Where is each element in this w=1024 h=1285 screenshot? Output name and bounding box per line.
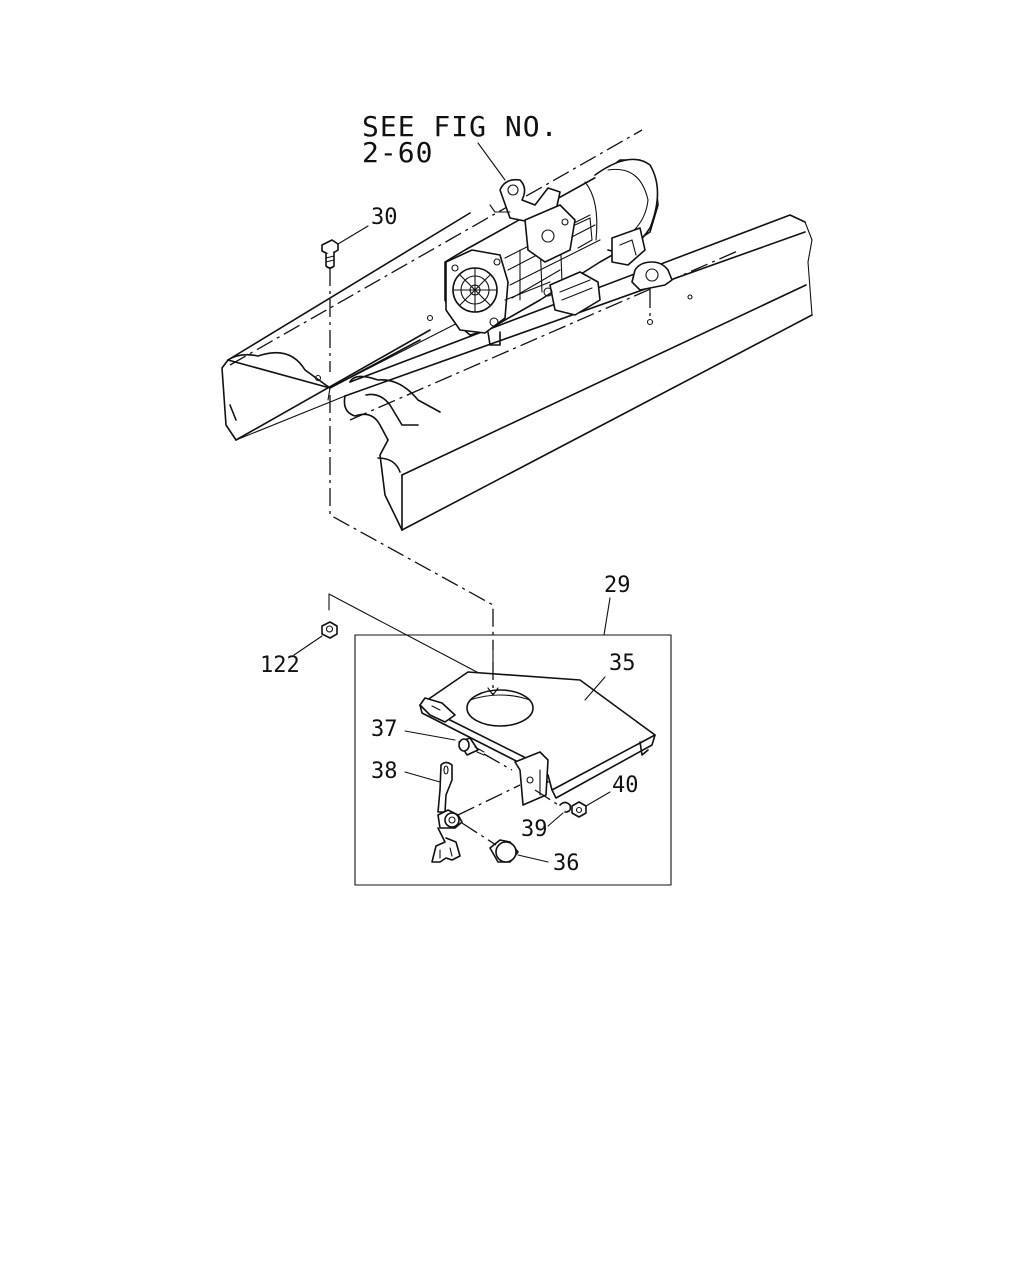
leader-38 xyxy=(404,771,441,783)
callout-40: 40 xyxy=(612,773,639,798)
bushing-36 xyxy=(489,839,519,863)
bracket-plate-35 xyxy=(419,671,656,806)
pin-37 xyxy=(458,737,485,756)
leader-35 xyxy=(584,676,606,701)
lever-centerline xyxy=(457,784,521,816)
nut-40 xyxy=(571,801,587,818)
callout-36: 36 xyxy=(553,851,580,876)
leader-122 xyxy=(293,635,323,656)
frame-hole xyxy=(314,374,322,382)
leader-39 xyxy=(547,812,564,827)
nut-122 xyxy=(321,621,338,639)
reference-note: SEE FIG NO. 2-60 xyxy=(362,110,558,169)
callout-35: 35 xyxy=(609,651,636,676)
callout-37: 37 xyxy=(371,717,398,742)
leader-30 xyxy=(337,225,369,245)
callout-30: 30 xyxy=(371,205,398,230)
callout-39: 39 xyxy=(521,817,548,842)
leader-36 xyxy=(517,854,549,863)
assembly-route-line xyxy=(329,395,494,650)
reference-note-line1: SEE FIG NO. xyxy=(362,110,558,143)
plate-arrow xyxy=(487,687,499,696)
leader-40 xyxy=(585,791,611,807)
cross-member-lower-edge xyxy=(235,395,346,441)
mount-hole-right xyxy=(646,318,654,326)
lever-38 xyxy=(431,761,463,863)
transfer-case-assembly xyxy=(444,158,673,346)
mount-hole-left xyxy=(426,314,434,322)
clip-39 xyxy=(559,801,572,813)
nut-route-line xyxy=(328,593,493,681)
bushing-centerline xyxy=(461,822,497,846)
callout-38: 38 xyxy=(371,759,398,784)
clip-centerline xyxy=(534,789,561,807)
frame-hole-2 xyxy=(687,294,693,300)
reference-leader-line xyxy=(477,142,506,181)
callout-29: 29 xyxy=(604,573,631,598)
bolt-30 xyxy=(321,239,339,269)
frame-rail-right xyxy=(343,214,813,531)
callout-122: 122 xyxy=(260,653,300,678)
leader-37 xyxy=(404,730,456,741)
detail-box-29 xyxy=(354,634,672,886)
pin-centerline xyxy=(483,753,513,771)
leader-29 xyxy=(603,597,611,636)
reference-note-line2: 2-60 xyxy=(362,136,433,169)
